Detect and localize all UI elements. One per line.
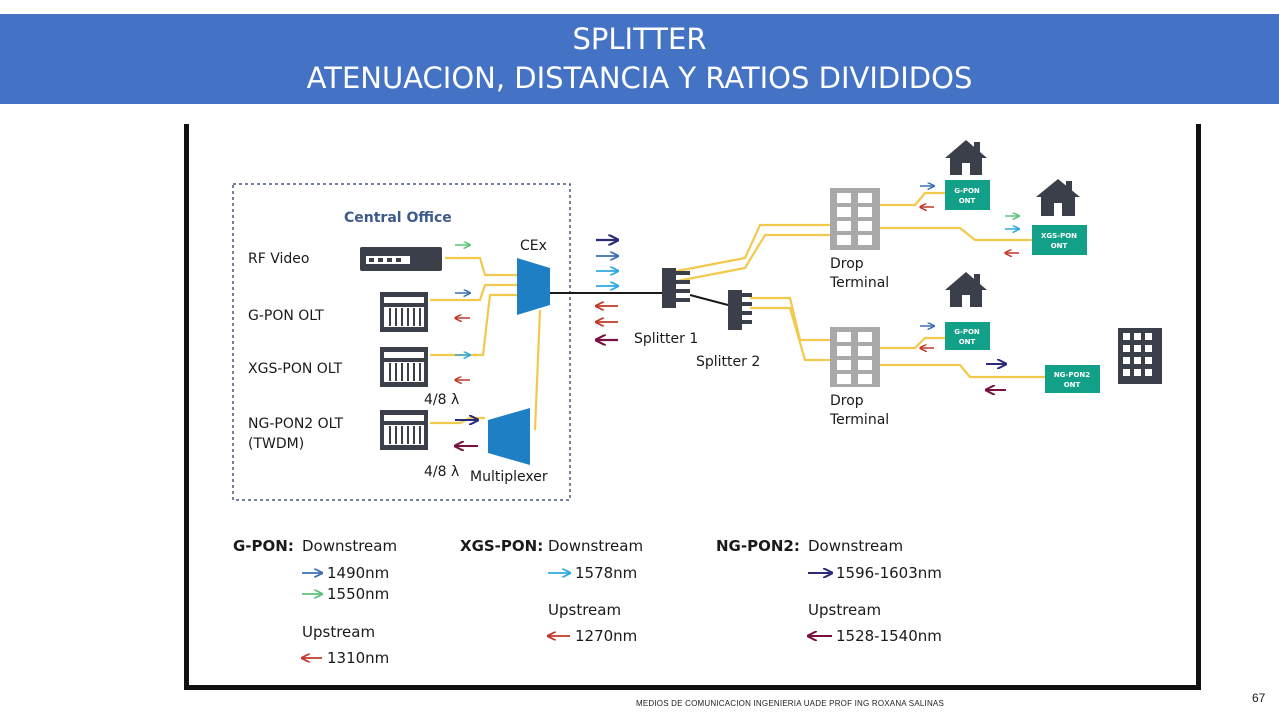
legend-gpon-u1: 1310nm [327,649,389,667]
legend-gpon-d2: 1550nm [327,585,389,603]
building-icon [1118,328,1162,384]
central-office-box [232,183,571,501]
multiplexer-label: Multiplexer [470,469,548,485]
xgspon-olt-device [380,347,428,387]
trunk-arrows [596,240,618,340]
central-office-label: Central Office [344,210,452,226]
legend-gpon-down: Downstream [302,537,397,555]
footer-credit: MEDIOS DE COMUNICACION INGENIERIA UADE P… [636,699,945,708]
svg-text:ONT: ONT [1051,242,1068,250]
multiplexer [488,408,530,465]
title-banner: SPLITTER ATENUACION, DISTANCIA Y RATIOS … [0,14,1279,104]
ont-xgspon: XGS-PON ONT [1032,225,1087,255]
house-icon [945,272,987,307]
page-number: 67 [1252,691,1266,705]
splitter-2 [728,290,752,330]
splitter-link [689,294,729,306]
svg-text:G-PON: G-PON [954,187,980,195]
legend-ng-d1: 1596-1603nm [836,564,942,582]
cex-label: CEx [520,238,547,254]
legend: G-PON: Downstream 1490nm 1550nm Upstream… [233,537,942,667]
legend-gpon-up: Upstream [302,623,375,641]
svg-text:ONT: ONT [959,197,976,205]
source-ngpon2-olt: NG-PON2 OLT [248,416,344,432]
svg-text:XGS-PON: XGS-PON [1041,232,1077,240]
gpon-olt-device [380,292,428,332]
ont-ngpon2: NG-PON2 ONT [1045,365,1100,393]
slide-title: SPLITTER [572,22,707,56]
drop-terminal-1-line2: Terminal [829,275,889,291]
legend-xgs-u1: 1270nm [575,627,637,645]
svg-text:ONT: ONT [959,338,976,346]
drop-terminal-2-line2: Terminal [829,412,889,428]
legend-xgs-title: XGS-PON: [460,537,543,555]
ont-arrows [920,186,1019,390]
house-icon [1036,179,1080,216]
drop-terminal-2-line1: Drop [830,393,864,409]
legend-ng-down: Downstream [808,537,903,555]
source-rf-video: RF Video [248,251,309,267]
ngpon2-olt-device [380,410,428,450]
legend-gpon-title: G-PON: [233,537,294,555]
legend-ng-up: Upstream [808,601,881,619]
lambda-bottom-label: 4/8 λ [424,464,459,480]
source-xgspon-olt: XGS-PON OLT [248,361,343,377]
drop-terminal-2 [830,327,880,387]
splitter-1-label: Splitter 1 [634,331,698,347]
rf-video-device [360,247,442,271]
cex-coupler [517,258,550,315]
drop-terminal-1-line1: Drop [830,256,864,272]
legend-xgs-down: Downstream [548,537,643,555]
svg-text:ONT: ONT [1064,381,1081,389]
diagram-frame [184,124,1201,690]
ont-gpon-2: G-PON ONT [945,322,990,350]
svg-text:G-PON: G-PON [954,328,980,336]
legend-ng-u1: 1528-1540nm [836,627,942,645]
ont-gpon-1: G-PON ONT [945,180,990,210]
legend-gpon-d1: 1490nm [327,564,389,582]
splitter-2-label: Splitter 2 [696,354,760,370]
source-twdm: (TWDM) [248,436,304,452]
drop-terminal-1 [830,188,880,250]
slide-subtitle: ATENUACION, DISTANCIA Y RATIOS DIVIDIDOS [306,61,973,95]
co-arrows [455,245,478,446]
lambda-top-label: 4/8 λ [424,392,459,408]
svg-text:NG-PON2: NG-PON2 [1054,371,1090,379]
legend-ng-title: NG-PON2: [716,537,800,555]
legend-xgs-d1: 1578nm [575,564,637,582]
legend-xgs-up: Upstream [548,601,621,619]
source-gpon-olt: G-PON OLT [248,308,324,324]
house-icon [945,140,987,175]
splitter-1 [662,268,690,308]
